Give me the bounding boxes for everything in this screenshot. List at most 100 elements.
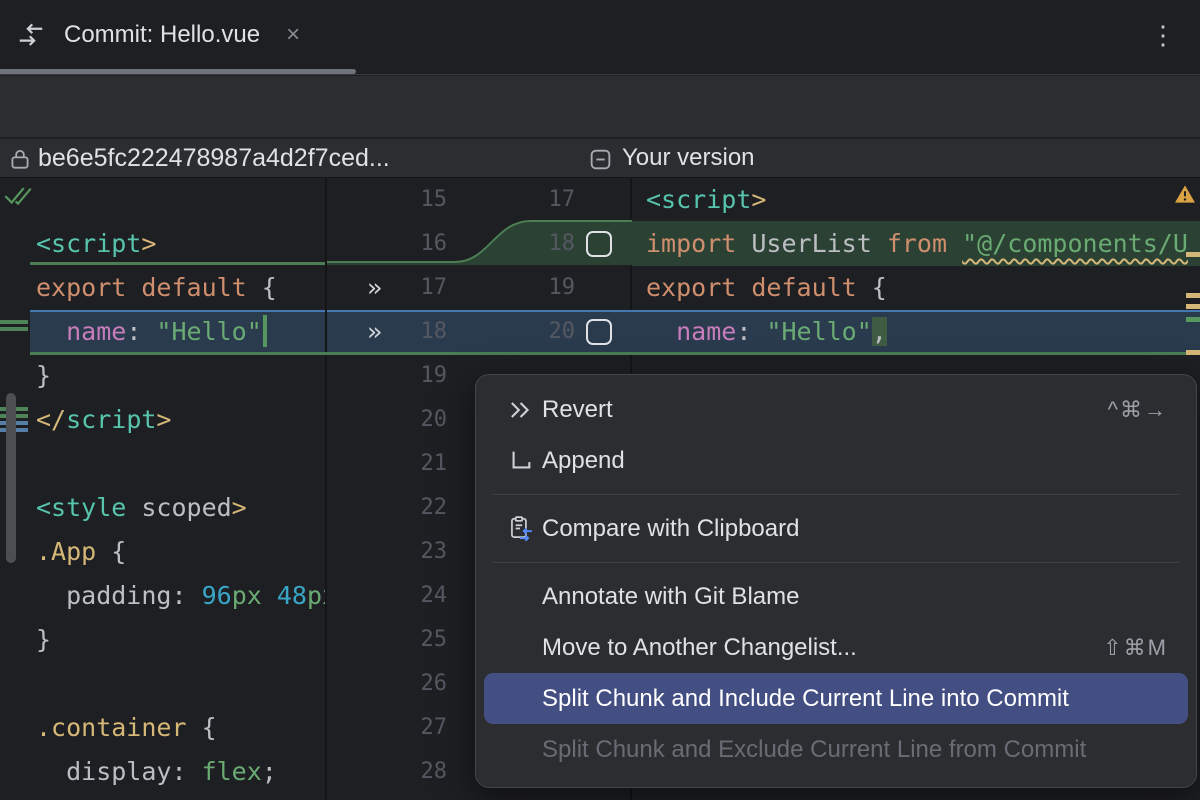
gutter-row: 21 [327, 442, 630, 486]
code-line-right-17[interactable]: <script> [632, 178, 1200, 222]
code-line-left-22[interactable]: <style scoped> [0, 486, 325, 530]
diff-editor: <script>export default { name: "Hello"}<… [0, 178, 1200, 800]
line-number-left: 22 [420, 495, 448, 520]
code-token [947, 229, 962, 258]
code-line-left-27[interactable]: .container { [0, 706, 325, 750]
gutter-row: 20 [327, 398, 630, 442]
code-line-left-24[interactable]: padding: 96px 48px; [0, 574, 325, 618]
include-line-checkbox[interactable] [586, 319, 612, 345]
line-number-left: 25 [420, 627, 448, 652]
menu-item-label: Append [542, 446, 625, 474]
selected-chunk-highlight-left [30, 310, 325, 354]
gutter-row: 26 [327, 662, 630, 706]
line-number-left: 26 [420, 671, 448, 696]
menu-separator [492, 494, 1180, 495]
line-number-left: 18 [420, 319, 448, 344]
code-token: <script [36, 229, 142, 258]
diff-toolbar: Side-by-side viewer 1 difference (2 inac… [0, 76, 1200, 206]
menu-item-revert[interactable]: Revert^⌘→ [476, 384, 1196, 435]
revert-chunk-marker[interactable]: » [367, 317, 383, 346]
menu-item-move-to-another-changelist[interactable]: Move to Another Changelist...⇧⌘M [476, 622, 1196, 673]
code-line-left-16[interactable]: <script> [0, 222, 325, 266]
insert-position-marker [262, 315, 267, 347]
added-line-highlight [632, 221, 1200, 266]
code-line-left-21[interactable] [0, 442, 325, 486]
line-number-left: 24 [420, 583, 448, 608]
code-token: { [856, 273, 887, 302]
code-line-right-20[interactable]: name: "Hello", [632, 310, 1200, 354]
code-line-left-18[interactable]: name: "Hello" [0, 310, 325, 354]
code-token: > [141, 229, 157, 258]
code-token: scoped [126, 493, 232, 522]
gutter-row: 23 [327, 530, 630, 574]
menu-item-label: Split Chunk and Include Current Line int… [542, 684, 1069, 712]
more-options-icon[interactable]: ⋮ [1150, 20, 1176, 50]
gutter-row: 25 [327, 618, 630, 662]
code-line-left-15[interactable] [0, 178, 325, 222]
partially-included-icon[interactable] [588, 147, 613, 172]
code-line-left-20[interactable]: </script> [0, 398, 325, 442]
code-line-left-28[interactable]: display: flex; [0, 750, 325, 794]
append-icon [506, 447, 542, 475]
warning-icon[interactable] [1174, 184, 1196, 204]
code-token: : [126, 317, 157, 346]
code-token: 48 [276, 581, 307, 610]
code-token: name [646, 317, 737, 346]
stripe-warning-mark [1186, 350, 1200, 355]
menu-item-append[interactable]: Append [476, 435, 1196, 486]
code-line-right-19[interactable]: export default { [632, 266, 1200, 310]
gutter-row: 24 [327, 574, 630, 618]
code-line-left-19[interactable]: } [0, 354, 325, 398]
code-token: .container [36, 713, 187, 742]
right-diff-pane[interactable]: <script>import UserList from "@/componen… [632, 178, 1200, 800]
menu-item-label: Split Chunk and Exclude Current Line fro… [542, 735, 1087, 763]
menu-item-compare-with-clipboard[interactable]: Compare with Clipboard [476, 503, 1196, 554]
gutter-row: 27 [327, 706, 630, 750]
code-token: name [36, 317, 127, 346]
menu-item-split-chunk-and-exclude-current-line-from-commit: Split Chunk and Exclude Current Line fro… [476, 724, 1196, 775]
code-line-left-17[interactable]: export default { [0, 266, 325, 310]
menu-item-shortcut: ⇧⌘M [1103, 634, 1168, 660]
code-token: flex [201, 757, 262, 786]
tab-commit-hello-vue[interactable]: Commit: Hello.vue × [0, 0, 318, 70]
line-number-left: 20 [420, 407, 448, 432]
code-line-left-25[interactable]: } [0, 618, 325, 662]
code-token: , [871, 317, 887, 346]
gutter-row: 19 [327, 354, 630, 398]
vertical-scrollbar[interactable] [6, 393, 16, 563]
left-revision-hash: be6e5fc222478987a4d2f7ced... [38, 144, 390, 172]
line-number-right: 18 [548, 231, 576, 256]
diff-icon [16, 20, 46, 50]
line-number-left: 19 [420, 363, 448, 388]
change-marker [0, 327, 28, 331]
code-token: display [36, 757, 172, 786]
line-number-left: 28 [420, 759, 448, 784]
gutter-row: 28 [327, 750, 630, 794]
menu-item-annotate-with-git-blame[interactable]: Annotate with Git Blame [476, 571, 1196, 622]
menu-item-shortcut: ^⌘→ [1107, 396, 1168, 422]
code-line-left-26[interactable] [0, 662, 325, 706]
change-marker [0, 320, 28, 324]
code-line-right-18[interactable]: import UserList from "@/components/U [632, 222, 1200, 266]
code-token: > [751, 185, 767, 214]
line-number-left: 16 [420, 231, 448, 256]
code-line-left-23[interactable]: .App { [0, 530, 325, 574]
close-icon[interactable]: × [286, 21, 301, 48]
include-line-checkbox[interactable] [586, 231, 612, 257]
code-token: > [231, 493, 247, 522]
menu-item-split-chunk-and-include-current-line-into-commit[interactable]: Split Chunk and Include Current Line int… [484, 673, 1188, 724]
revert-chunk-marker[interactable]: » [367, 273, 383, 302]
code-token: 96 [201, 581, 232, 610]
menu-item-label: Compare with Clipboard [542, 514, 800, 542]
code-token: "Hello" [766, 317, 872, 346]
left-diff-pane[interactable]: <script>export default { name: "Hello"}<… [0, 178, 327, 800]
line-number-left: 21 [420, 451, 448, 476]
title-bar: Commit: Hello.vue × ⋮ [0, 0, 1200, 75]
chunk-boundary-line [30, 352, 1197, 355]
chunk-boundary-line [30, 262, 325, 265]
